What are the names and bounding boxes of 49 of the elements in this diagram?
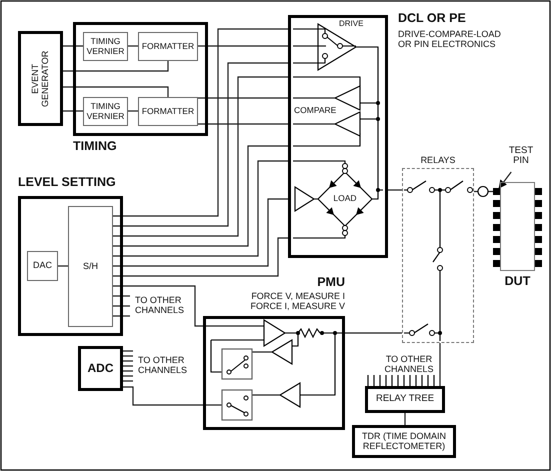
group-heading: DUT (504, 275, 532, 289)
block-box: TIMING VERNIER (83, 97, 128, 126)
connector-wire (439, 343, 441, 386)
leader-arrow (498, 172, 512, 189)
connector-wire (113, 285, 203, 327)
block-box: EVENT GENERATOR (18, 31, 63, 126)
block-box: RELAY TREE (365, 386, 445, 413)
group-subtitle: DRIVE-COMPARE-LOAD OR PIN ELECTRONICS (398, 29, 502, 50)
connector-wire (63, 61, 169, 72)
pin-label: TEST PIN (503, 146, 539, 172)
note-label: TO OTHER CHANNELS (135, 295, 186, 316)
connector-wire (198, 45, 288, 47)
connector-wire (198, 97, 288, 99)
note-label: TO OTHER CHANNELS (138, 355, 188, 376)
group-heading: DCL OR PE (398, 12, 467, 26)
component-label: DRIVE (339, 20, 364, 29)
note-label: TO OTHER CHANNELS (383, 354, 434, 374)
connector-wire (113, 145, 288, 247)
connector-wire (113, 237, 288, 277)
block-box: TIMING VERNIER (83, 32, 128, 61)
connector-wire (58, 265, 68, 267)
block-box: TDR (TIME DOMAIN REFLECTOMETER) (352, 425, 456, 458)
connector-wire (388, 189, 402, 191)
connector-wire (404, 413, 406, 425)
connector-wire (345, 332, 402, 334)
connector-wire (113, 160, 288, 257)
connector-wire (63, 86, 169, 97)
pin-pad (493, 188, 500, 195)
block-box: FORMATTER (138, 32, 198, 61)
connector-wire (128, 110, 138, 112)
connector-wire (63, 110, 83, 112)
group-heading: LEVEL SETTING (18, 176, 117, 190)
connector-wire (113, 28, 288, 217)
connector-wire (113, 198, 288, 267)
block-box: S/H (68, 206, 113, 327)
group-subtitle: RELAYS (420, 155, 456, 166)
group-heading: TIMING (73, 140, 118, 154)
group-subtitle: FORCE V, MEASURE I FORCE I, MEASURE V (249, 291, 345, 312)
component-label: COMPARE (294, 106, 338, 116)
group-heading: PMU (316, 276, 345, 290)
block-box: FORMATTER (138, 97, 198, 126)
connector-wire (63, 45, 83, 47)
connector-wire (474, 190, 493, 192)
component-label: LOAD (332, 194, 358, 204)
connector-wire (128, 45, 138, 47)
connector-wire (123, 386, 203, 406)
block-box: DAC (27, 251, 58, 281)
block-box: ADC (78, 346, 123, 391)
connector-wire (198, 123, 288, 125)
